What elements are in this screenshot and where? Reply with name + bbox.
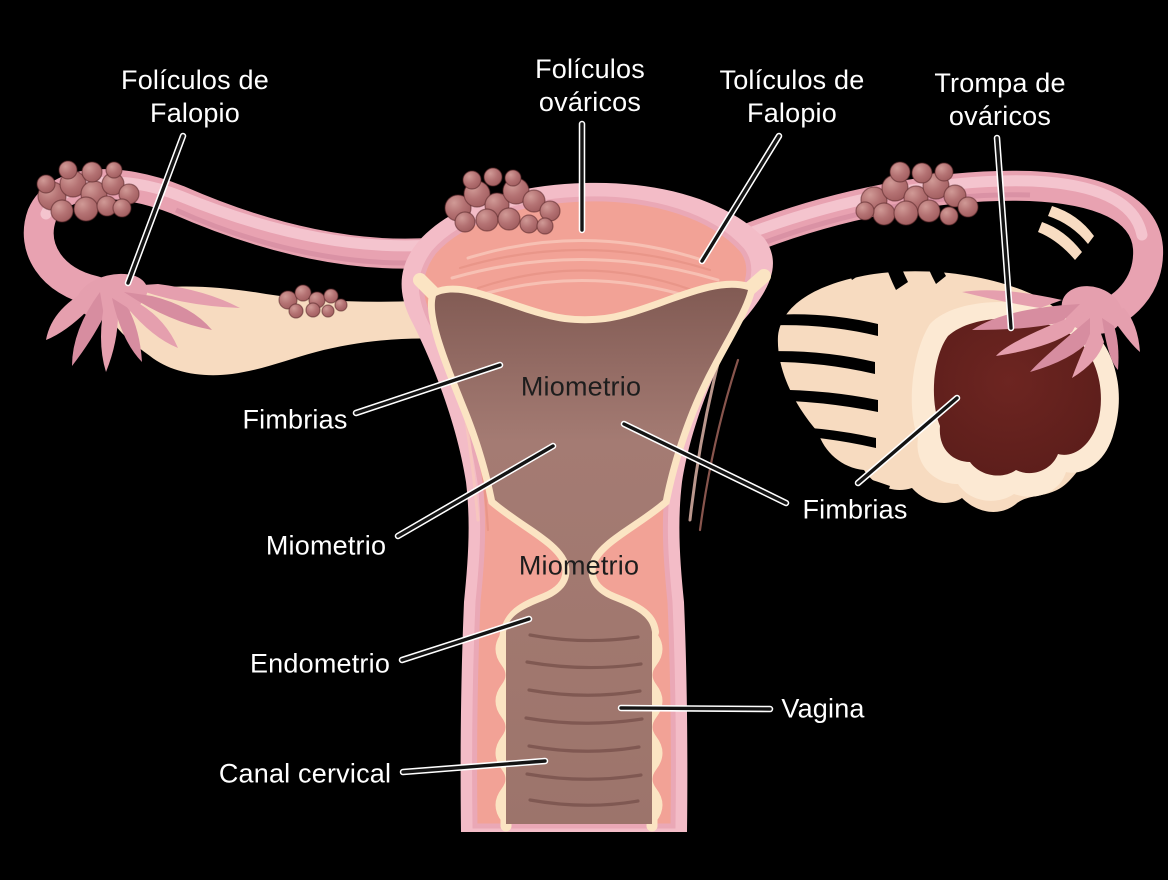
leader-lines [124, 120, 1015, 776]
left-fimbria [46, 273, 240, 372]
vaginal-rugae [524, 633, 644, 807]
label-miometrio-upper: Miometrio [520, 371, 642, 402]
label-toliculos-de-falopio: Tolículos de Falopio [719, 65, 865, 128]
leader-fimbrias-right-uterus [620, 420, 790, 507]
follicle-cluster-left-outer [36, 160, 140, 223]
label-fimbrias-right: Fimbrias [802, 494, 908, 525]
leader-toliculos-de-falopio [698, 132, 783, 265]
leader-endometrio [398, 615, 533, 664]
leader-trompa-de-ovaricos [993, 134, 1015, 332]
label-endometrio: Endometrio [249, 648, 391, 679]
uterine-cavity [434, 287, 748, 825]
label-miometrio-left: Miometrio [265, 530, 387, 561]
label-fimbrias-left: Fimbrias [242, 404, 348, 435]
right-fallopian-tube [725, 170, 1164, 378]
follicle-cluster-fundus [444, 167, 561, 235]
leader-vagina [617, 704, 774, 713]
label-canal-cervical: Canal cervical [218, 758, 392, 789]
leader-canal-cervical [399, 757, 549, 776]
right-fimbria [962, 286, 1140, 378]
follicle-cluster-right [855, 161, 979, 226]
label-vagina: Vagina [781, 693, 865, 724]
uterus [401, 182, 773, 832]
label-miometrio-lower: Miometrio [518, 550, 640, 581]
leader-fimbrias-right-ovary [854, 394, 961, 487]
leader-fimbrias-left [352, 361, 504, 417]
label-foliculos-ovaricos: Folículos ováricos [535, 54, 645, 117]
label-trompa-de-ovaricos: Trompa de ováricos [934, 68, 1066, 131]
leader-foliculos-de-falopio [124, 132, 187, 287]
leader-miometrio-left [394, 442, 557, 540]
label-foliculos-de-falopio: Folículos de Falopio [121, 65, 269, 128]
follicle-cluster-left-inner [278, 284, 348, 319]
left-ovary [109, 286, 456, 376]
